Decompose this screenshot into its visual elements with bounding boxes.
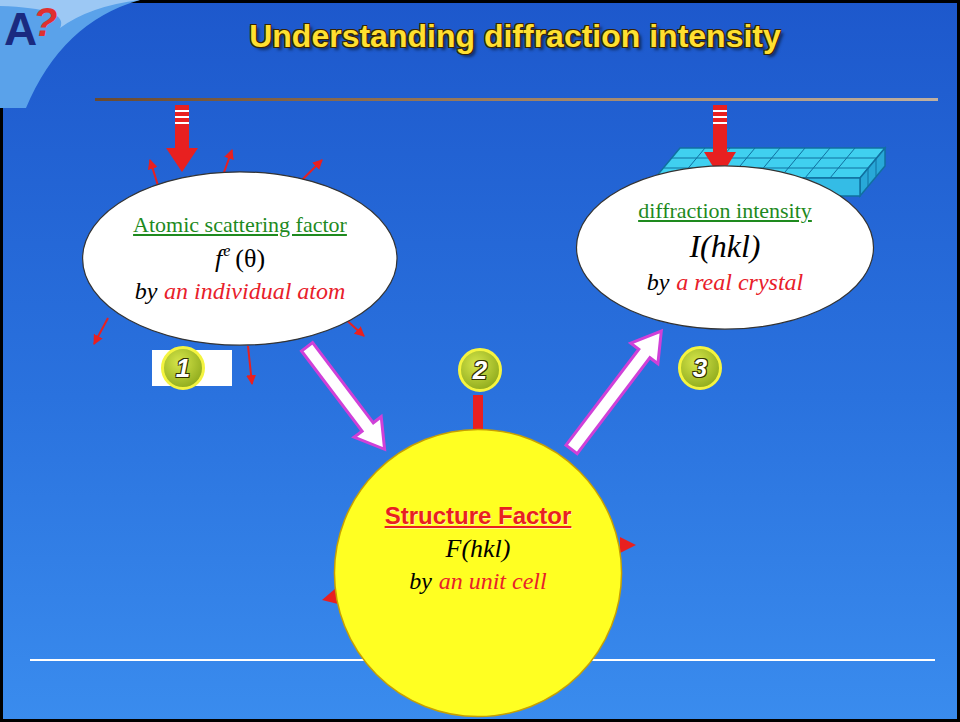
node-text: Atomic scattering factor xyxy=(133,212,347,237)
text-row: diffraction intensity xyxy=(638,198,812,224)
text-row: Atomic scattering factor xyxy=(133,212,347,238)
node-text: by xyxy=(409,568,432,594)
node-text-group: Atomic scattering factor fe (θ) byan indivi… xyxy=(133,210,347,307)
circle-fill xyxy=(334,429,621,716)
node-text: an individual atom xyxy=(164,278,345,304)
text-row: by an unit cell xyxy=(409,568,546,595)
crystal-ellipse: diffraction intensityI(hkl) bya real crys… xyxy=(575,165,875,330)
node-text: by xyxy=(647,269,670,295)
node-text: f xyxy=(215,244,222,273)
slide-title: Understanding diffraction intensity xyxy=(60,18,960,55)
callout-number: 2 xyxy=(458,348,502,392)
incident-beam xyxy=(166,105,198,172)
block-arrow xyxy=(566,331,661,454)
node-text: a real crystal xyxy=(676,269,803,295)
text-row: I(hkl) xyxy=(689,228,760,265)
node-text: Structure Factor xyxy=(385,502,572,529)
title-rule xyxy=(95,98,938,101)
text-row: F(hkl) xyxy=(446,534,511,564)
node-text: (θ) xyxy=(235,244,265,273)
ellipse-fill xyxy=(577,165,874,328)
unit-cell-circle: Structure FactorF(hkl) by an unit cell xyxy=(333,428,623,718)
block-arrow xyxy=(302,343,385,450)
node-text: e xyxy=(223,242,230,259)
logo-mark: ? xyxy=(33,2,57,42)
node-text: diffraction intensity xyxy=(638,198,812,223)
callout-number: 3 xyxy=(678,346,722,390)
node-content: Structure FactorF(hkl) by an unit cell xyxy=(333,428,623,718)
node-text: I(hkl) xyxy=(689,228,760,264)
node-content: diffraction intensityI(hkl) bya real crys… xyxy=(575,165,875,330)
text-row: bya real crystal xyxy=(647,269,803,296)
text-row: byan individual atom xyxy=(135,278,346,305)
node-content: Atomic scattering factor fe (θ) byan indivi… xyxy=(81,171,399,346)
node-text: F(hkl) xyxy=(446,534,511,563)
scattered-ray xyxy=(620,537,636,553)
ellipse-fill xyxy=(83,171,397,344)
logo-swoosh xyxy=(0,0,140,108)
node-text-group: diffraction intensityI(hkl) bya real crys… xyxy=(638,196,812,298)
text-row: Structure Factor xyxy=(385,502,572,530)
logo-letter: A xyxy=(4,6,37,52)
node-text: by xyxy=(135,278,158,304)
node-text-group: Structure FactorF(hkl) by an unit cell xyxy=(385,500,572,597)
atom-ellipse: Atomic scattering factor fe (θ) byan indivi… xyxy=(81,171,399,346)
callout-number: 1 xyxy=(161,346,205,390)
text-row: fe (θ) xyxy=(215,242,265,274)
node-text: an unit cell xyxy=(439,568,547,594)
